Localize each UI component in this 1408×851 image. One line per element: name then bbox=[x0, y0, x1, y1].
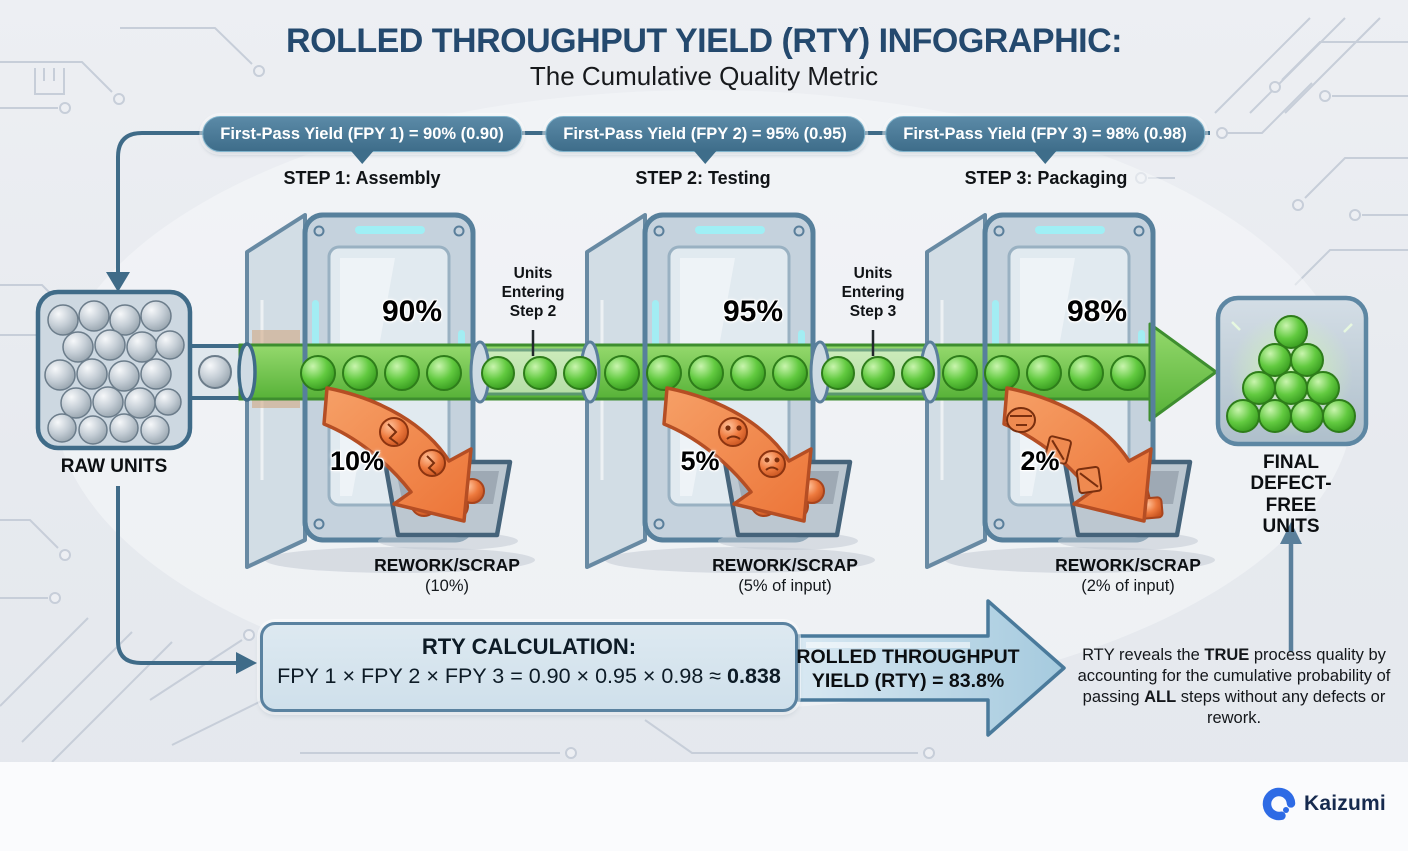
fpy-badge-1: First-Pass Yield (FPY 1) = 90% (0.90) bbox=[202, 116, 522, 164]
rty-calculation-formula: FPY 1 × FPY 2 × FPY 3 = 0.90 × 0.95 × 0.… bbox=[263, 664, 795, 689]
fail-rate-step-3: 2% bbox=[1020, 446, 1060, 476]
step-1-label: STEP 1: Assembly bbox=[283, 168, 441, 188]
rework-detail-1: (10%) bbox=[424, 577, 470, 595]
rework-label-2: REWORK/SCRAP bbox=[712, 555, 858, 575]
pass-rate-step-3: 98% bbox=[1066, 295, 1128, 328]
defect-arrow-3 bbox=[1002, 386, 1153, 523]
formula-expression: FPY 1 × FPY 2 × FPY 3 = 0.90 × 0.95 × 0.… bbox=[277, 664, 728, 688]
sad-face-icon bbox=[764, 457, 780, 471]
rty-explanation: RTY reveals the TRUE process quality by … bbox=[1077, 646, 1391, 728]
rty-calculation-title: RTY CALCULATION: bbox=[421, 634, 637, 659]
rty-result-line1: ROLLED THROUGHPUT bbox=[796, 646, 1020, 668]
raw-units-label: RAW UNITS bbox=[60, 456, 168, 477]
units-entering-step3-label: Units Entering Step 3 bbox=[841, 265, 905, 320]
step-2-label: STEP 2: Testing bbox=[635, 168, 771, 188]
brand-logo: Kaizumi bbox=[1262, 787, 1386, 821]
flow-connectors bbox=[106, 131, 1302, 674]
package-icon bbox=[1006, 407, 1103, 495]
rty-result-arrow bbox=[796, 599, 1066, 737]
final-units-box bbox=[1215, 295, 1369, 447]
footer-bar bbox=[0, 762, 1408, 851]
raw-units-box bbox=[35, 289, 252, 451]
arrow-highlight bbox=[806, 642, 970, 648]
raw-unit-balls bbox=[44, 300, 185, 445]
units-on-band bbox=[198, 355, 1146, 391]
pass-rate-step-2: 95% bbox=[722, 295, 784, 328]
conveyor-arrowhead bbox=[1148, 322, 1218, 422]
rework-detail-3: (2% of input) bbox=[1081, 577, 1175, 595]
kaizumi-logo-icon bbox=[1262, 787, 1296, 821]
units-entering-pointers bbox=[531, 330, 875, 356]
page-subtitle: The Cumulative Quality Metric bbox=[529, 61, 879, 91]
rty-calculation-box: RTY CALCULATION: FPY 1 × FPY 2 × FPY 3 =… bbox=[260, 622, 798, 712]
rty-result-text: ROLLED THROUGHPUT YIELD (RTY) = 83.8% bbox=[796, 646, 1019, 694]
rework-label-1: REWORK/SCRAP bbox=[374, 555, 520, 575]
final-units-label: FINAL DEFECT-FREE UNITS bbox=[1250, 452, 1332, 537]
crack-icon bbox=[426, 455, 437, 475]
fpy-badge-3: First-Pass Yield (FPY 3) = 98% (0.98) bbox=[885, 116, 1205, 164]
page-title: ROLLED THROUGHPUT YIELD (RTY) INFOGRAPHI… bbox=[286, 22, 1122, 60]
defect-arrow-1 bbox=[322, 386, 473, 523]
fail-rate-step-2: 5% bbox=[680, 446, 720, 476]
units-entering-step2-label: Units Entering Step 2 bbox=[501, 265, 565, 320]
defect-arrow-2 bbox=[662, 386, 813, 523]
step-3-label: STEP 3: Packaging bbox=[964, 168, 1128, 188]
crack-icon bbox=[387, 423, 399, 445]
fpy-badge-2: First-Pass Yield (FPY 2) = 95% (0.95) bbox=[545, 116, 865, 164]
rework-label-3: REWORK/SCRAP bbox=[1055, 555, 1201, 575]
rty-result-line2: YIELD (RTY) = 83.8% bbox=[811, 669, 1005, 692]
fail-rate-step-1: 10% bbox=[329, 446, 385, 476]
final-unit-pyramid bbox=[1226, 315, 1356, 433]
brand-name: Kaizumi bbox=[1304, 792, 1386, 815]
rework-detail-2: (5% of input) bbox=[738, 577, 832, 595]
pass-rate-step-1: 90% bbox=[381, 295, 443, 328]
sad-face-icon bbox=[725, 425, 742, 440]
formula-result: 0.838 bbox=[727, 664, 781, 688]
